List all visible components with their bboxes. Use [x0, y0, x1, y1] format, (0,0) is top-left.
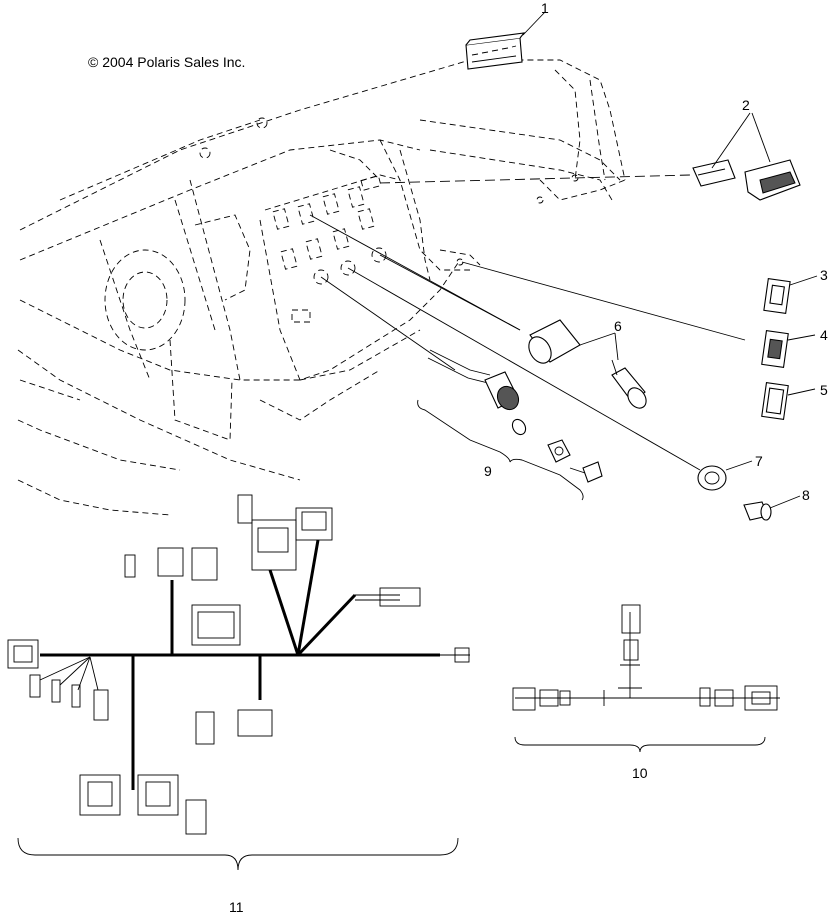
copyright-text: © 2004 Polaris Sales Inc. [88, 54, 245, 70]
part-5-plug: 5 [761, 382, 828, 420]
callout-3: 3 [820, 267, 828, 283]
part-1-connector: 1 [465, 0, 549, 70]
gauge-outline [104, 249, 186, 351]
callout-4: 4 [820, 327, 828, 343]
callout-11: 11 [229, 899, 244, 914]
part-11-main-harness: 11 [7, 494, 470, 914]
part-3-switch: 3 [763, 267, 828, 314]
part-9-key-switch: 9 [417, 349, 603, 501]
part-7-grommet: 7 [697, 453, 763, 491]
callout-10: 10 [632, 765, 648, 781]
callout-2: 2 [742, 97, 750, 113]
part-2-switch-bezel: 2 [692, 97, 801, 201]
callout-5: 5 [820, 382, 828, 398]
callout-1: 1 [541, 0, 549, 16]
leader-lines [309, 174, 746, 471]
part-8-bulb: 8 [743, 487, 810, 521]
part-10-sub-harness: 10 [512, 604, 780, 781]
callout-7: 7 [755, 453, 763, 469]
callout-6: 6 [614, 318, 622, 334]
part-6-socket: 6 [528, 318, 647, 409]
callout-9: 9 [484, 463, 492, 479]
dashboard-outline [17, 59, 626, 516]
callout-8: 8 [802, 487, 810, 503]
part-4-switch: 4 [761, 327, 828, 368]
